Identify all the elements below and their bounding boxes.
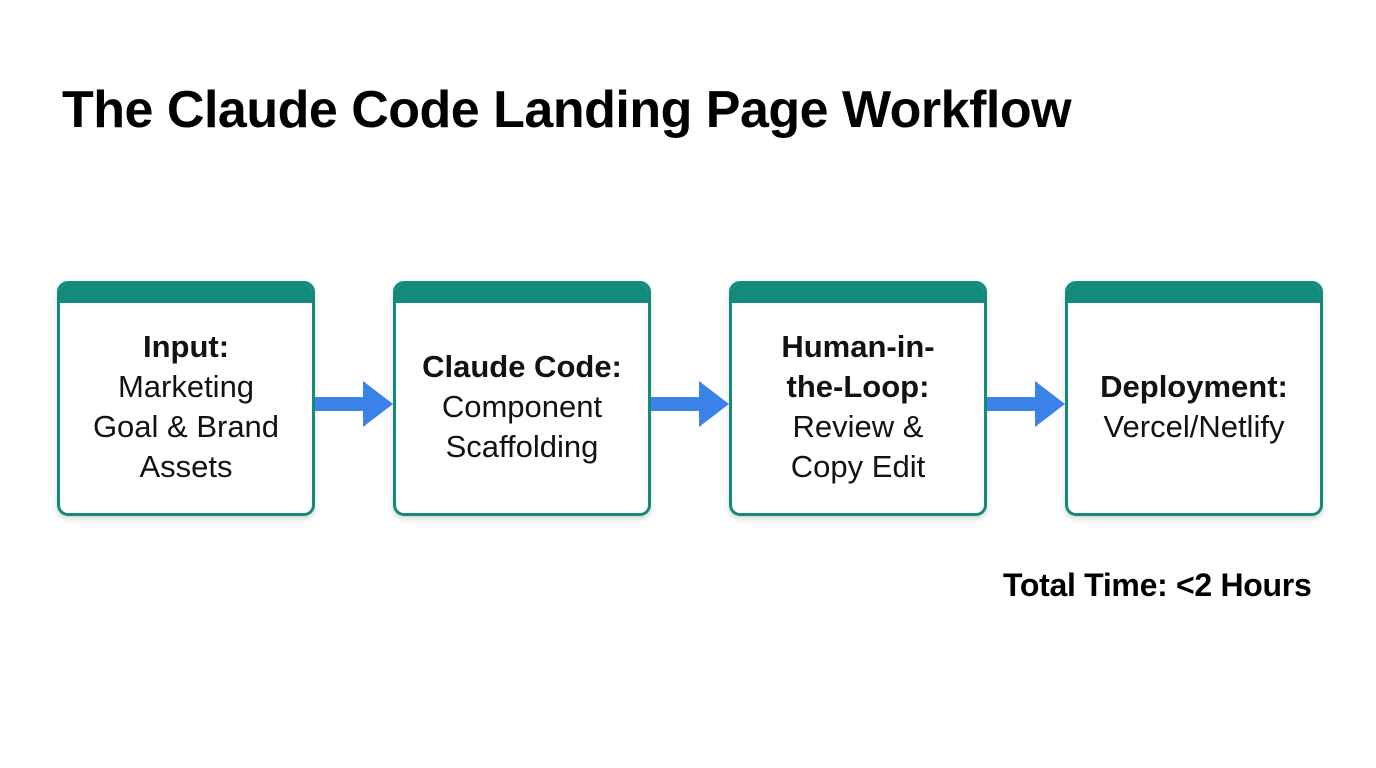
step-detail-line: Marketing [117, 369, 255, 404]
step-text-input: Input: Marketing Goal & Brand Assets [60, 303, 312, 513]
step-detail-line: Vercel/Netlify [1103, 409, 1285, 444]
workflow-step-human-in-the-loop: Human-in- the-Loop: Review & Copy Edit [729, 281, 987, 516]
step-detail-line: Review & [792, 409, 924, 444]
step-header-bar [1068, 284, 1320, 303]
arrow-head [363, 380, 393, 427]
right-arrow-icon [651, 380, 729, 427]
step-header-bar [732, 284, 984, 303]
step-text-human-in-the-loop: Human-in- the-Loop: Review & Copy Edit [732, 303, 984, 513]
step-text-deployment: Deployment: Vercel/Netlify [1068, 303, 1320, 513]
step-header-bar [60, 284, 312, 303]
arrow-head [1035, 380, 1065, 427]
step-label-line: Human-in- [781, 329, 935, 364]
arrow-shaft [987, 396, 1035, 411]
step-detail-line: Scaffolding [445, 429, 599, 464]
page-title: The Claude Code Landing Page Workflow [62, 81, 1072, 139]
step-detail-line: Component [441, 389, 603, 424]
workflow-step-deployment: Deployment: Vercel/Netlify [1065, 281, 1323, 516]
arrow-shaft [651, 396, 699, 411]
step-label-line: the-Loop: [786, 369, 930, 404]
step-label-line: Input: [142, 329, 230, 364]
step-detail-line: Copy Edit [790, 449, 926, 484]
right-arrow-icon [315, 380, 393, 427]
step-label-line: Deployment: [1100, 369, 1288, 404]
step-label-line: Claude Code: [422, 349, 622, 384]
step-header-bar [396, 284, 648, 303]
arrow-head [699, 380, 729, 427]
workflow-step-input: Input: Marketing Goal & Brand Assets [57, 281, 315, 516]
step-detail-line: Assets [139, 449, 233, 484]
total-time-label: Total Time: <2 Hours [1003, 567, 1312, 603]
right-arrow-icon [987, 380, 1065, 427]
workflow-diagram: Input: Marketing Goal & Brand Assets Cla… [57, 281, 1323, 516]
workflow-step-claude-code: Claude Code: Component Scaffolding [393, 281, 651, 516]
arrow-shaft [315, 396, 363, 411]
step-text-claude-code: Claude Code: Component Scaffolding [396, 303, 648, 513]
step-detail-line: Goal & Brand [92, 409, 280, 444]
